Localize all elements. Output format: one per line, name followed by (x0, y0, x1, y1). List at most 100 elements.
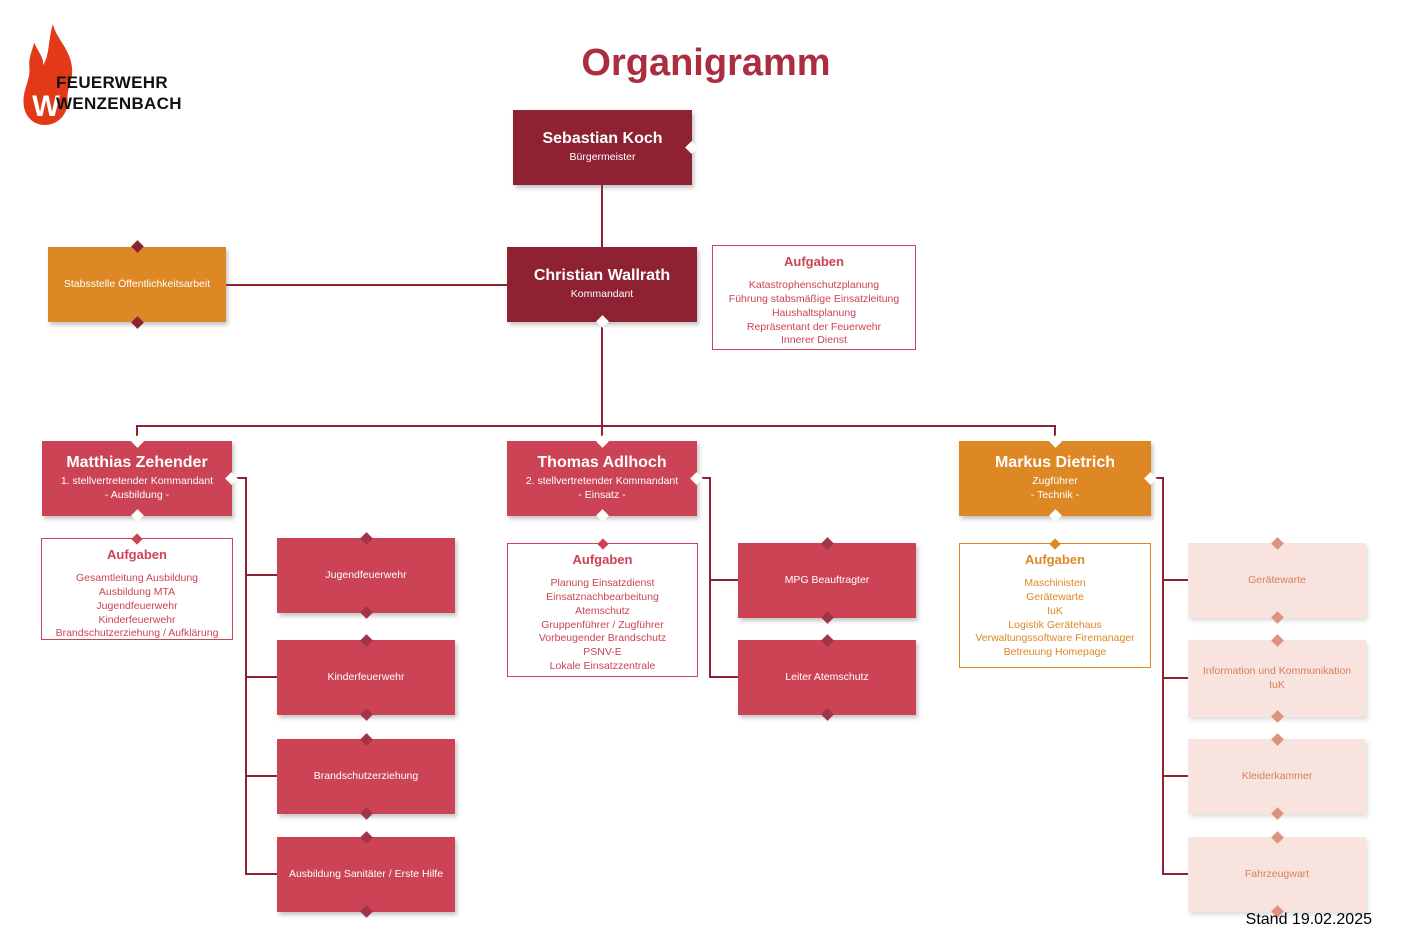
connector-diamond (130, 316, 144, 329)
aufgaben-item: PSNV-E (583, 646, 622, 659)
aufgaben-item: IuK (1047, 604, 1063, 617)
aufgaben-item: Einsatznachbearbeitung (546, 590, 659, 603)
aufgaben-item: Repräsentant der Feuerwehr (746, 320, 882, 333)
aufgaben-item: Brandschutzerziehung / Aufklärung (55, 627, 219, 640)
connector-line (709, 477, 711, 678)
node-kinderfeuerwehr: Kinderfeuerwehr (277, 634, 455, 721)
connector-diamond (225, 472, 238, 485)
person-name: Christian Wallrath (533, 267, 671, 285)
aufgaben-title: Aufgaben (784, 254, 844, 269)
connector-diamond (131, 533, 143, 545)
connector-line (136, 425, 1056, 427)
aufgaben-item: Innerer Dienst (781, 334, 847, 347)
connector-line (1151, 477, 1164, 479)
connector-diamond (820, 611, 834, 624)
connector-diamond (359, 532, 373, 545)
connector-diamond (690, 472, 703, 485)
connector-diamond (596, 538, 609, 550)
node-stabsstelle: Stabsstelle Öffentlichkeitsarbeit (48, 240, 226, 329)
aufgaben-item: Gruppenführer / Zugführer (541, 618, 664, 631)
connector-diamond (1270, 807, 1284, 820)
aufgaben-item: Haushaltsplanung (771, 306, 857, 319)
aufgaben-title: Aufgaben (107, 547, 167, 562)
node-label: Kinderfeuerwehr (327, 670, 405, 683)
node-jugendfeuerwehr: Jugendfeuerwehr (277, 532, 455, 619)
logo: W FEUERWEHR WENZENBACH (20, 24, 270, 126)
connector-diamond (1270, 537, 1284, 550)
connector-diamond (359, 708, 373, 721)
connector-diamond (1270, 611, 1284, 624)
connector-diamond (1144, 472, 1157, 485)
connector-line (1162, 775, 1188, 777)
person-name: Matthias Zehender (66, 454, 208, 472)
node-stv1: Matthias Zehender 1. stellvertretender K… (42, 435, 238, 522)
connector-diamond (820, 634, 834, 647)
connector-diamond (359, 733, 373, 746)
stand-date: Stand 19.02.2025 (1245, 911, 1372, 928)
aufgaben-item: Katastrophenschutzplanung (748, 279, 880, 291)
logo-text: FEUERWEHR WENZENBACH (56, 73, 182, 114)
aufgaben-title: Aufgaben (1025, 552, 1085, 567)
aufgaben-item: Lokale Einsatzzentrale (549, 660, 656, 673)
logo-line1: FEUERWEHR (56, 73, 168, 92)
node-label: Leiter Atemschutz (785, 670, 869, 683)
node-label: Brandschutzerziehung (313, 769, 419, 782)
connector-line (709, 579, 738, 581)
connector-line (226, 284, 507, 286)
connector-diamond (130, 435, 144, 448)
aufgaben-item: Gerätewarte (1026, 590, 1084, 603)
node-label: Fahrzeugwart (1244, 867, 1310, 880)
connector-diamond (359, 831, 373, 844)
node-kommandant: Christian Wallrath Kommandant (507, 247, 697, 328)
connector-diamond (595, 315, 609, 328)
connector-diamond (359, 634, 373, 647)
person-role: Bürgermeister (569, 151, 636, 164)
connector-line (601, 322, 603, 426)
connector-line (1162, 579, 1188, 581)
person-area: - Ausbildung - (104, 489, 170, 501)
aufgaben-item: Vorbeugender Brandschutz (538, 632, 667, 645)
node-fahrzeugwart: Fahrzeugwart (1188, 831, 1366, 918)
node-stv2: Thomas Adlhoch 2. stellvertretender Komm… (507, 435, 703, 522)
aufgaben-item: Führung stabsmäßige Einsatzleitung (728, 292, 900, 305)
connector-line (245, 574, 277, 576)
person-area: - Einsatz - (578, 489, 626, 501)
person-area: - Technik - (1030, 489, 1080, 501)
connector-diamond (130, 509, 144, 522)
connector-diamond (359, 807, 373, 820)
connector-diamond (130, 240, 144, 253)
connector-diamond (595, 435, 609, 448)
person-role: Zugführer (1032, 475, 1078, 488)
node-label: Information und Kommunikation IuK (1202, 664, 1352, 691)
connector-diamond (1270, 733, 1284, 746)
connector-line (709, 676, 738, 678)
node-label: Ausbildung Sanitäter / Erste Hilfe (288, 867, 444, 880)
aufgaben-item: Kinderfeuerwehr (98, 613, 176, 626)
aufgaben-item: Ausbildung MTA (98, 585, 176, 598)
connector-diamond (820, 708, 834, 721)
aufgaben-title: Aufgaben (572, 552, 633, 567)
connector-line (1162, 477, 1164, 875)
aufgaben-item: Betreuung Homepage (1003, 646, 1107, 659)
connector-line (136, 425, 138, 441)
aufgaben-item: Gesamtleitung Ausbildung (76, 572, 198, 584)
node-label: Kleiderkammer (1241, 769, 1313, 782)
node-label: Stabsstelle Öffentlichkeitsarbeit (63, 277, 211, 290)
node-buergermeister: Sebastian Koch Bürgermeister (513, 110, 698, 185)
node-leiter-atemschutz: Leiter Atemschutz (738, 634, 916, 721)
aufgaben-item: Logistik Gerätehaus (1008, 618, 1102, 631)
connector-diamond (1049, 538, 1061, 550)
page-title: Organigramm (581, 42, 831, 84)
person-role: 1. stellvertretender Kommandant (60, 475, 214, 488)
connector-line (1162, 873, 1188, 875)
node-zugfuehrer: Markus Dietrich Zugführer - Technik - (959, 435, 1157, 522)
connector-diamond (1048, 509, 1062, 522)
connector-diamond (1270, 710, 1284, 723)
connector-diamond (359, 606, 373, 619)
connector-diamond (685, 141, 698, 154)
